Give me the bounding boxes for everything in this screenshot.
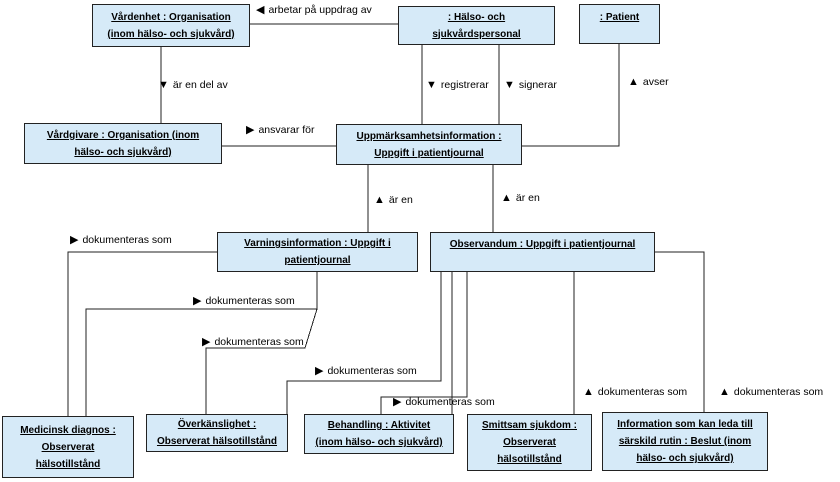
line-varning-diagnos-2 — [85, 272, 318, 416]
class-overkanslighet-label: Överkänslighet : Observerat hälsotillstå… — [156, 419, 278, 447]
assoc-signerar: ▼signerar — [504, 79, 557, 91]
class-smittsam-sjukdom[interactable]: Smittsam sjukdom : Observerat hälsotills… — [467, 414, 592, 471]
class-medicinsk-diagnos[interactable]: Medicinsk diagnos : Observerat hälsotill… — [2, 416, 134, 478]
triangle-right-icon: ▶ — [315, 364, 324, 377]
assoc-dok-beslut-label: dokumenteras som — [733, 386, 824, 398]
assoc-registrerar: ▼registrerar — [426, 79, 489, 91]
triangle-down-icon: ▼ — [158, 78, 169, 91]
line-patient-uppmarksamhet — [522, 44, 620, 147]
class-observandum[interactable]: Observandum : Uppgift i patientjournal — [430, 232, 655, 272]
assoc-dok-obs-2-label: dokumenteras som — [405, 396, 495, 408]
assoc-dok-obs-2: ▶dokumenteras som — [393, 396, 495, 408]
class-vardenhet[interactable]: Vårdenhet : Organisation (inom hälso- oc… — [92, 4, 250, 47]
assoc-dok-beslut: ▲dokumenteras som — [719, 386, 823, 398]
assoc-dok-varning-2: ▶dokumenteras som — [202, 336, 304, 348]
class-personal-label: : Hälso- och sjukvårdspersonal — [432, 11, 521, 40]
line-varning-diagnos — [67, 251, 217, 416]
class-vardenhet-label: Vårdenhet : Organisation (inom hälso- oc… — [107, 11, 235, 40]
assoc-arbetar-label: arbetar på uppdrag av — [268, 4, 372, 16]
triangle-right-icon: ▶ — [202, 335, 211, 348]
assoc-ar-en-2-label: är en — [515, 192, 540, 204]
assoc-ar-en-observandum: ▲är en — [501, 192, 540, 204]
assoc-ar-en-varning: ▲är en — [374, 194, 413, 206]
assoc-dok-varning-1: ▶dokumenteras som — [193, 295, 295, 307]
assoc-del-av-label: är en del av — [172, 79, 228, 91]
assoc-dok-obs-1: ▶dokumenteras som — [315, 365, 417, 377]
assoc-signerar-label: signerar — [518, 79, 557, 91]
class-halso-och-sjukvardspersonal[interactable]: : Hälso- och sjukvårdspersonal — [398, 6, 555, 45]
class-beslut-label: Information som kan leda till särskild r… — [617, 419, 753, 464]
triangle-right-icon: ▶ — [246, 123, 255, 136]
class-uppmarksamhet-label: Uppmärksamhetsinformation : Uppgift i pa… — [356, 130, 502, 159]
assoc-dok-smittsam: ▲dokumenteras som — [583, 386, 687, 398]
class-behandling-label: Behandling : Aktivitet (inom hälso- och … — [315, 420, 443, 448]
triangle-up-icon: ▲ — [719, 385, 730, 398]
triangle-down-icon: ▼ — [426, 78, 437, 91]
triangle-right-icon: ▶ — [70, 233, 79, 246]
assoc-del-av: ▼är en del av — [158, 79, 228, 91]
triangle-right-icon: ▶ — [393, 395, 402, 408]
class-varning-label: Varningsinformation : Uppgift i patientj… — [244, 238, 391, 266]
line-obs-beslut — [655, 251, 705, 412]
line-obs-overkanslighet — [286, 272, 442, 414]
class-vardgivare-label: Vårdgivare : Organisation (inom hälso- o… — [46, 129, 200, 158]
assoc-ar-en-1-label: är en — [388, 194, 413, 206]
class-patient-label: : Patient — [599, 12, 640, 23]
assoc-ansvarar: ▶ansvarar för — [246, 124, 315, 136]
class-varningsinformation[interactable]: Varningsinformation : Uppgift i patientj… — [217, 232, 418, 272]
assoc-dok-varning-2-label: dokumenteras som — [214, 336, 304, 348]
triangle-right-icon: ▶ — [193, 294, 202, 307]
triangle-down-icon: ▼ — [504, 78, 515, 91]
triangle-up-icon: ▲ — [583, 385, 594, 398]
assoc-dok-diagnos: ▶dokumenteras som — [70, 234, 172, 246]
assoc-dok-varning-1-label: dokumenteras som — [205, 295, 295, 307]
assoc-avser: ▲avser — [628, 76, 669, 88]
class-vardgivare[interactable]: Vårdgivare : Organisation (inom hälso- o… — [24, 123, 222, 164]
assoc-dok-obs-1-label: dokumenteras som — [327, 365, 417, 377]
triangle-up-icon: ▲ — [628, 75, 639, 88]
class-observandum-label: Observandum : Uppgift i patientjournal — [449, 239, 636, 250]
class-uppmarksamhetsinformation[interactable]: Uppmärksamhetsinformation : Uppgift i pa… — [336, 124, 522, 165]
triangle-up-icon: ▲ — [501, 191, 512, 204]
triangle-up-icon: ▲ — [374, 193, 385, 206]
assoc-ansvarar-label: ansvarar för — [258, 124, 315, 136]
class-diagnos-label: Medicinsk diagnos : Observerat hälsotill… — [20, 424, 116, 470]
assoc-dok-diagnos-label: dokumenteras som — [82, 234, 172, 246]
triangle-left-icon: ◀ — [256, 3, 265, 16]
assoc-avser-label: avser — [642, 76, 669, 88]
assoc-registrerar-label: registrerar — [440, 79, 489, 91]
class-overkanslighet[interactable]: Överkänslighet : Observerat hälsotillstå… — [146, 414, 288, 452]
assoc-arbetar: ◀arbetar på uppdrag av — [256, 4, 372, 16]
line-obs-behandling-2 — [380, 272, 468, 414]
assoc-dok-smittsam-label: dokumenteras som — [597, 386, 688, 398]
line-varning-overkanslighet — [205, 308, 318, 414]
class-smittsam-label: Smittsam sjukdom : Observerat hälsotills… — [481, 420, 578, 465]
class-information-sarskild-rutin[interactable]: Information som kan leda till särskild r… — [602, 412, 768, 471]
class-behandling[interactable]: Behandling : Aktivitet (inom hälso- och … — [304, 414, 454, 454]
class-patient[interactable]: : Patient — [579, 4, 660, 44]
